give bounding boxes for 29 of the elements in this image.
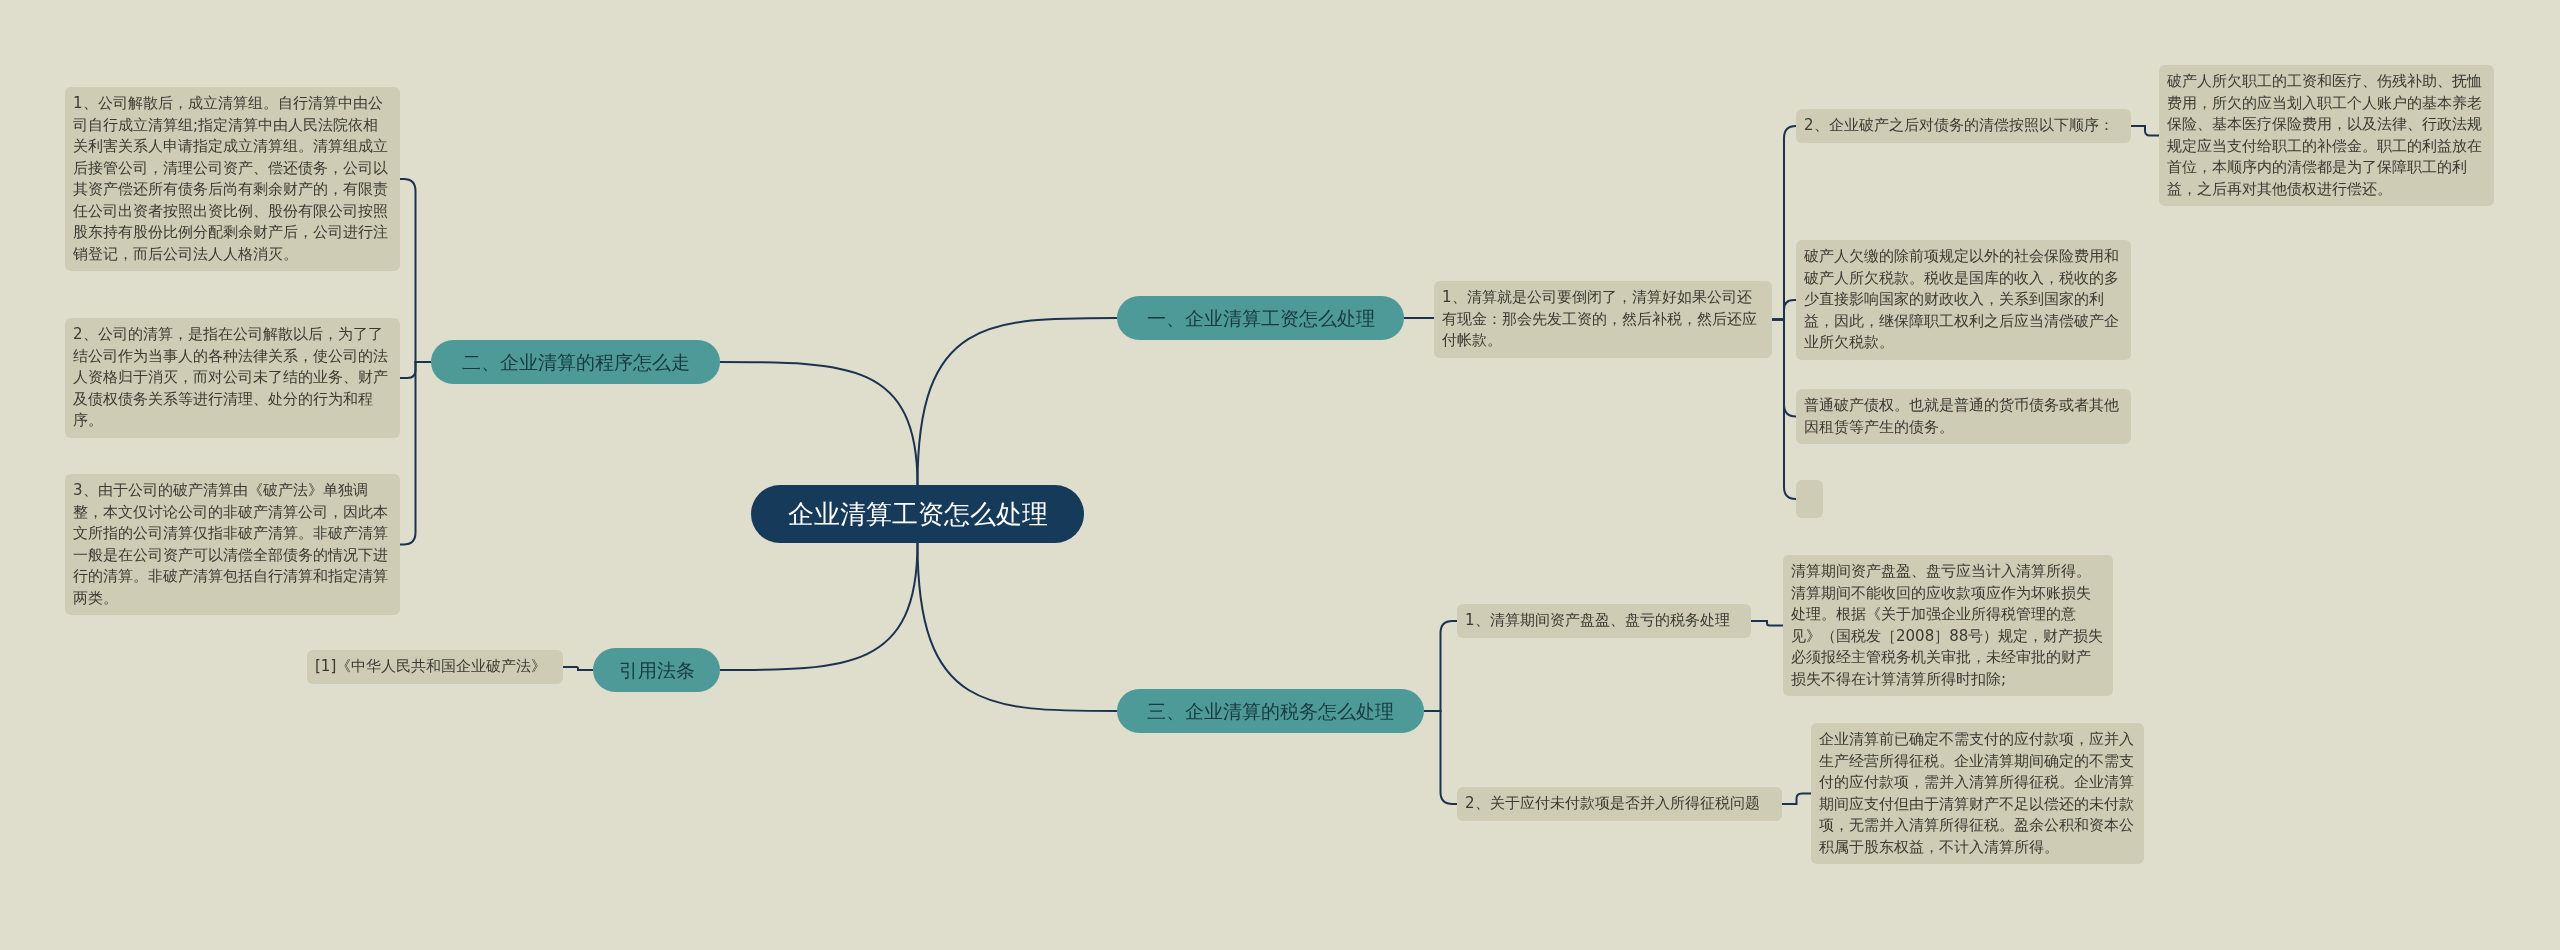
connector-line bbox=[719, 361, 919, 486]
text-box: 1、清算就是公司要倒闭了，清算好如果公司还有现金：那会先发工资的，然后补税，然后还应付帐款。 bbox=[1434, 281, 1772, 358]
text-box: 1、清算期间资产盘盈、盘亏的税务处理 bbox=[1457, 604, 1751, 638]
text-box: 企业清算前已确定不需支付的应付款项，应并入生产经营所得征税。企业清算期间确定的不需支付的应付款项，需并入清算所得征税。企业清算期间应支付但由于清算财产不足以偿还的未付款项，无需并入清算所得征税。盈余公积和资本公积属于股东权益，不计入清算所得。 bbox=[1811, 723, 2144, 864]
topic-node: 引用法条 bbox=[593, 648, 720, 692]
connector-line bbox=[916, 542, 1118, 712]
topic-node: 三、企业清算的税务怎么处理 bbox=[1117, 689, 1424, 733]
text-box: [1]《中华人民共和国企业破产法》 bbox=[307, 650, 563, 684]
empty-box bbox=[1796, 480, 1823, 518]
topic-node: 一、企业清算工资怎么处理 bbox=[1117, 296, 1404, 340]
text-box: 普通破产债权。也就是普通的货币债务或者其他因租赁等产生的债务。 bbox=[1796, 389, 2131, 444]
connector-line bbox=[916, 317, 1118, 486]
text-box: 破产人欠缴的除前项规定以外的社会保险费用和破产人所欠税款。税收是国库的收入，税收的多少直接影响国家的财政收入，关系到国家的利益，因此，继保障职工权利之后应当清偿破产企业所欠税款。 bbox=[1796, 240, 2131, 360]
connector-line bbox=[1750, 620, 1784, 627]
connector-line bbox=[1781, 792, 1812, 805]
connector-line bbox=[1403, 317, 1435, 319]
central-topic-node: 企业清算工资怎么处理 bbox=[751, 485, 1084, 543]
connector-line bbox=[562, 666, 594, 671]
text-box: 2、关于应付未付款项是否并入所得征税问题 bbox=[1457, 787, 1782, 821]
text-box: 2、企业破产之后对债务的清偿按照以下顺序： bbox=[1796, 109, 2131, 143]
text-box: 1、公司解散后，成立清算组。自行清算中由公司自行成立清算组;指定清算中由人民法院依相关利害关系人申请指定成立清算组。清算组成立后接管公司，清理公司资产、偿还债务，公司以其资产偿还所有债务后尚有剩余财产的，有限责任公司出资者按照出资比例、股份有限公司按照股东持有股份比例分配剩余财产后，公司进行注销登记，而后公司法人人格消灭。 bbox=[65, 87, 400, 271]
topic-node: 二、企业清算的程序怎么走 bbox=[431, 340, 720, 384]
connector-line bbox=[2130, 125, 2160, 137]
connector-line bbox=[1771, 318, 1797, 500]
connector-line bbox=[719, 542, 919, 671]
text-box: 破产人所欠职工的工资和医疗、伤残补助、抚恤费用，所欠的应当划入职工个人账户的基本养老保险、基本医疗保险费用，以及法律、行政法规规定应当支付给职工的补偿金。职工的利益放在首位，本顺序内的清偿都是为了保障职工的利益，之后再对其他债权进行偿还。 bbox=[2159, 65, 2494, 206]
text-box: 2、公司的清算，是指在公司解散以后，为了了结公司作为当事人的各种法律关系，使公司的法人资格归于消灭，而对公司未了结的业务、财产及债权债务关系等进行清理、处分的行为和程序。 bbox=[65, 318, 400, 438]
text-box: 3、由于公司的破产清算由《破产法》单独调整，本文仅讨论公司的非破产清算公司，因此本文所指的公司清算仅指非破产清算。非破产清算一般是在公司资产可以清偿全部债务的情况下进行的清算。非破产清算包括自行清算和指定清算两类。 bbox=[65, 474, 400, 615]
text-box: 清算期间资产盘盈、盘亏应当计入清算所得。清算期间不能收回的应收款项应作为坏账损失处理。根据《关于加强企业所得税管理的意见》（国税发［2008］88号）规定，财产损失必须报经主管税务机关审批，未经审批的财产损失不得在计算清算所得时扣除; bbox=[1783, 555, 2113, 696]
